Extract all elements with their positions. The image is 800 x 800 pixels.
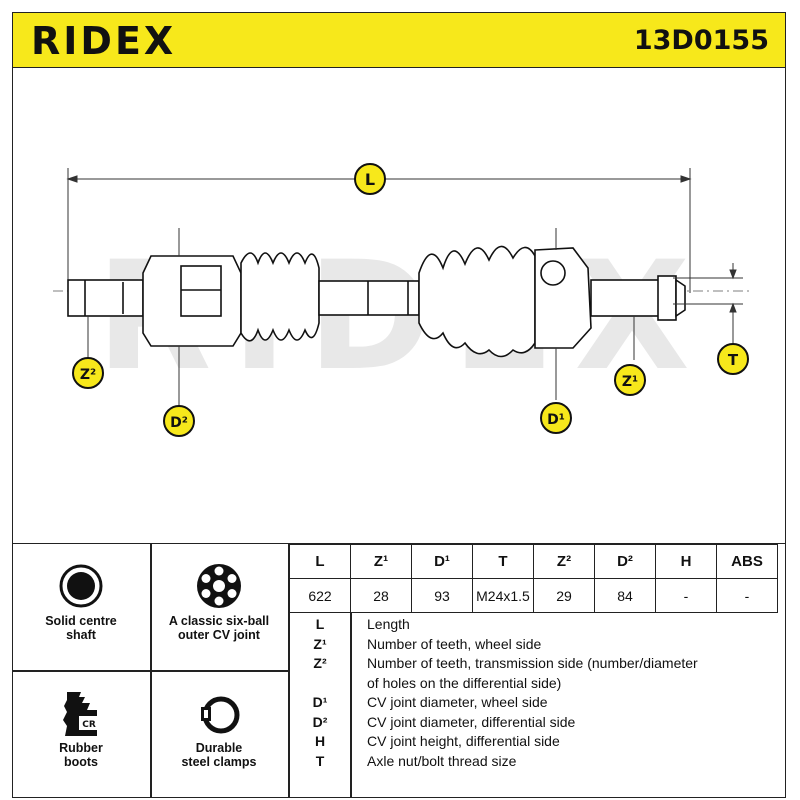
svg-text:D²: D² xyxy=(170,415,188,431)
feature-label: Durable steel clamps xyxy=(181,741,257,769)
marker-Z1: Z¹ xyxy=(614,364,646,396)
shaft-body xyxy=(67,245,686,358)
leader-lines xyxy=(87,228,635,406)
legend-row: T Axle nut/bolt thread size xyxy=(289,753,779,773)
legend-row: Z² Number of teeth, transmission side (n… xyxy=(289,655,779,675)
spec-value: 28 xyxy=(350,578,412,613)
legend-key: T xyxy=(315,752,325,769)
legend-row: D¹ CV joint diameter, wheel side xyxy=(289,694,779,714)
marker-L: L xyxy=(354,163,386,195)
legend-key: L xyxy=(315,616,325,632)
spec-header: H xyxy=(655,544,717,579)
six-ball-joint-icon xyxy=(197,564,241,608)
feature-rubber-boots: CR Rubber boots xyxy=(12,671,150,797)
legend-row: L Length xyxy=(289,616,779,636)
svg-text:T: T xyxy=(728,351,739,369)
legend-key: D² xyxy=(312,713,328,730)
feature-steel-clamps: Durable steel clamps xyxy=(150,671,288,797)
spec-value: 622 xyxy=(289,578,351,613)
part-number: 13D0155 xyxy=(633,25,769,56)
spec-value: - xyxy=(716,578,778,613)
steel-clamp-icon xyxy=(201,696,240,734)
feature-six-ball-joint: A classic six-ball outer CV joint xyxy=(150,544,288,670)
thread-dimension xyxy=(673,263,743,343)
marker-D2: D² xyxy=(163,405,195,437)
drive-shaft-drawing: RIDEX xyxy=(53,163,753,437)
legend-row: Z¹ Number of teeth, wheel side xyxy=(289,636,779,656)
marker-Z2: Z² xyxy=(72,357,104,389)
spec-header: T xyxy=(472,544,534,579)
legend-text: CV joint diameter, wheel side xyxy=(367,694,548,710)
legend-row: H CV joint height, differential side xyxy=(289,733,779,753)
spec-header: D² xyxy=(594,544,656,579)
spec-header: Z¹ xyxy=(350,544,412,579)
legend-text: Number of teeth, wheel side xyxy=(367,635,542,652)
marker-D1: D¹ xyxy=(540,402,572,434)
legend-key: Z¹ xyxy=(313,635,327,652)
marker-T: T xyxy=(717,343,749,375)
solid-shaft-icon xyxy=(59,564,103,608)
svg-text:CR: CR xyxy=(82,720,96,730)
feature-label: A classic six-ball outer CV joint xyxy=(168,614,270,642)
spec-table: L Z¹ D¹ T Z² D² H ABS 622 28 93 M24x1.5 … xyxy=(289,544,778,613)
svg-text:D¹: D¹ xyxy=(547,412,565,428)
legend-text: Number of teeth, transmission side (numb… xyxy=(367,655,698,671)
feature-solid-shaft: Solid centre shaft xyxy=(12,544,150,670)
spec-value: 93 xyxy=(411,578,473,613)
legend-text: Axle nut/bolt thread size xyxy=(367,752,517,769)
legend: L Length Z¹ Number of teeth, wheel side … xyxy=(289,616,779,772)
legend-row: D² CV joint diameter, differential side xyxy=(289,714,779,734)
legend-key: D¹ xyxy=(312,694,328,710)
spec-value-row: 622 28 93 M24x1.5 29 84 - - xyxy=(289,578,778,613)
brand-logo: RIDEX xyxy=(31,19,177,63)
spec-header: Z² xyxy=(533,544,595,579)
feature-label: Solid centre shaft xyxy=(45,614,117,642)
legend-text: CV joint height, differential side xyxy=(367,733,560,749)
legend-text: of holes on the differential side) xyxy=(367,674,562,691)
header-bar: RIDEX 13D0155 xyxy=(12,12,786,68)
legend-key: Z² xyxy=(313,655,327,671)
legend-key: H xyxy=(314,733,326,749)
spec-value: 29 xyxy=(533,578,595,613)
spec-value: 84 xyxy=(594,578,656,613)
svg-text:Z²: Z² xyxy=(80,367,96,383)
spec-header: ABS xyxy=(716,544,778,579)
spec-header: L xyxy=(289,544,351,579)
feature-label: Rubber boots xyxy=(59,741,103,769)
legend-text: CV joint diameter, differential side xyxy=(367,713,576,730)
spec-value: M24x1.5 xyxy=(472,578,534,613)
legend-row: of holes on the differential side) xyxy=(289,675,779,695)
specification-panel: Solid centre shaft A classic six-ball ou… xyxy=(12,543,786,798)
svg-text:Z¹: Z¹ xyxy=(622,374,638,390)
spec-header-row: L Z¹ D¹ T Z² D² H ABS xyxy=(289,544,778,579)
rubber-boot-icon: CR xyxy=(63,692,99,736)
spec-header: D¹ xyxy=(411,544,473,579)
spec-value: - xyxy=(655,578,717,613)
svg-text:L: L xyxy=(365,170,375,189)
legend-text: Length xyxy=(367,616,410,632)
